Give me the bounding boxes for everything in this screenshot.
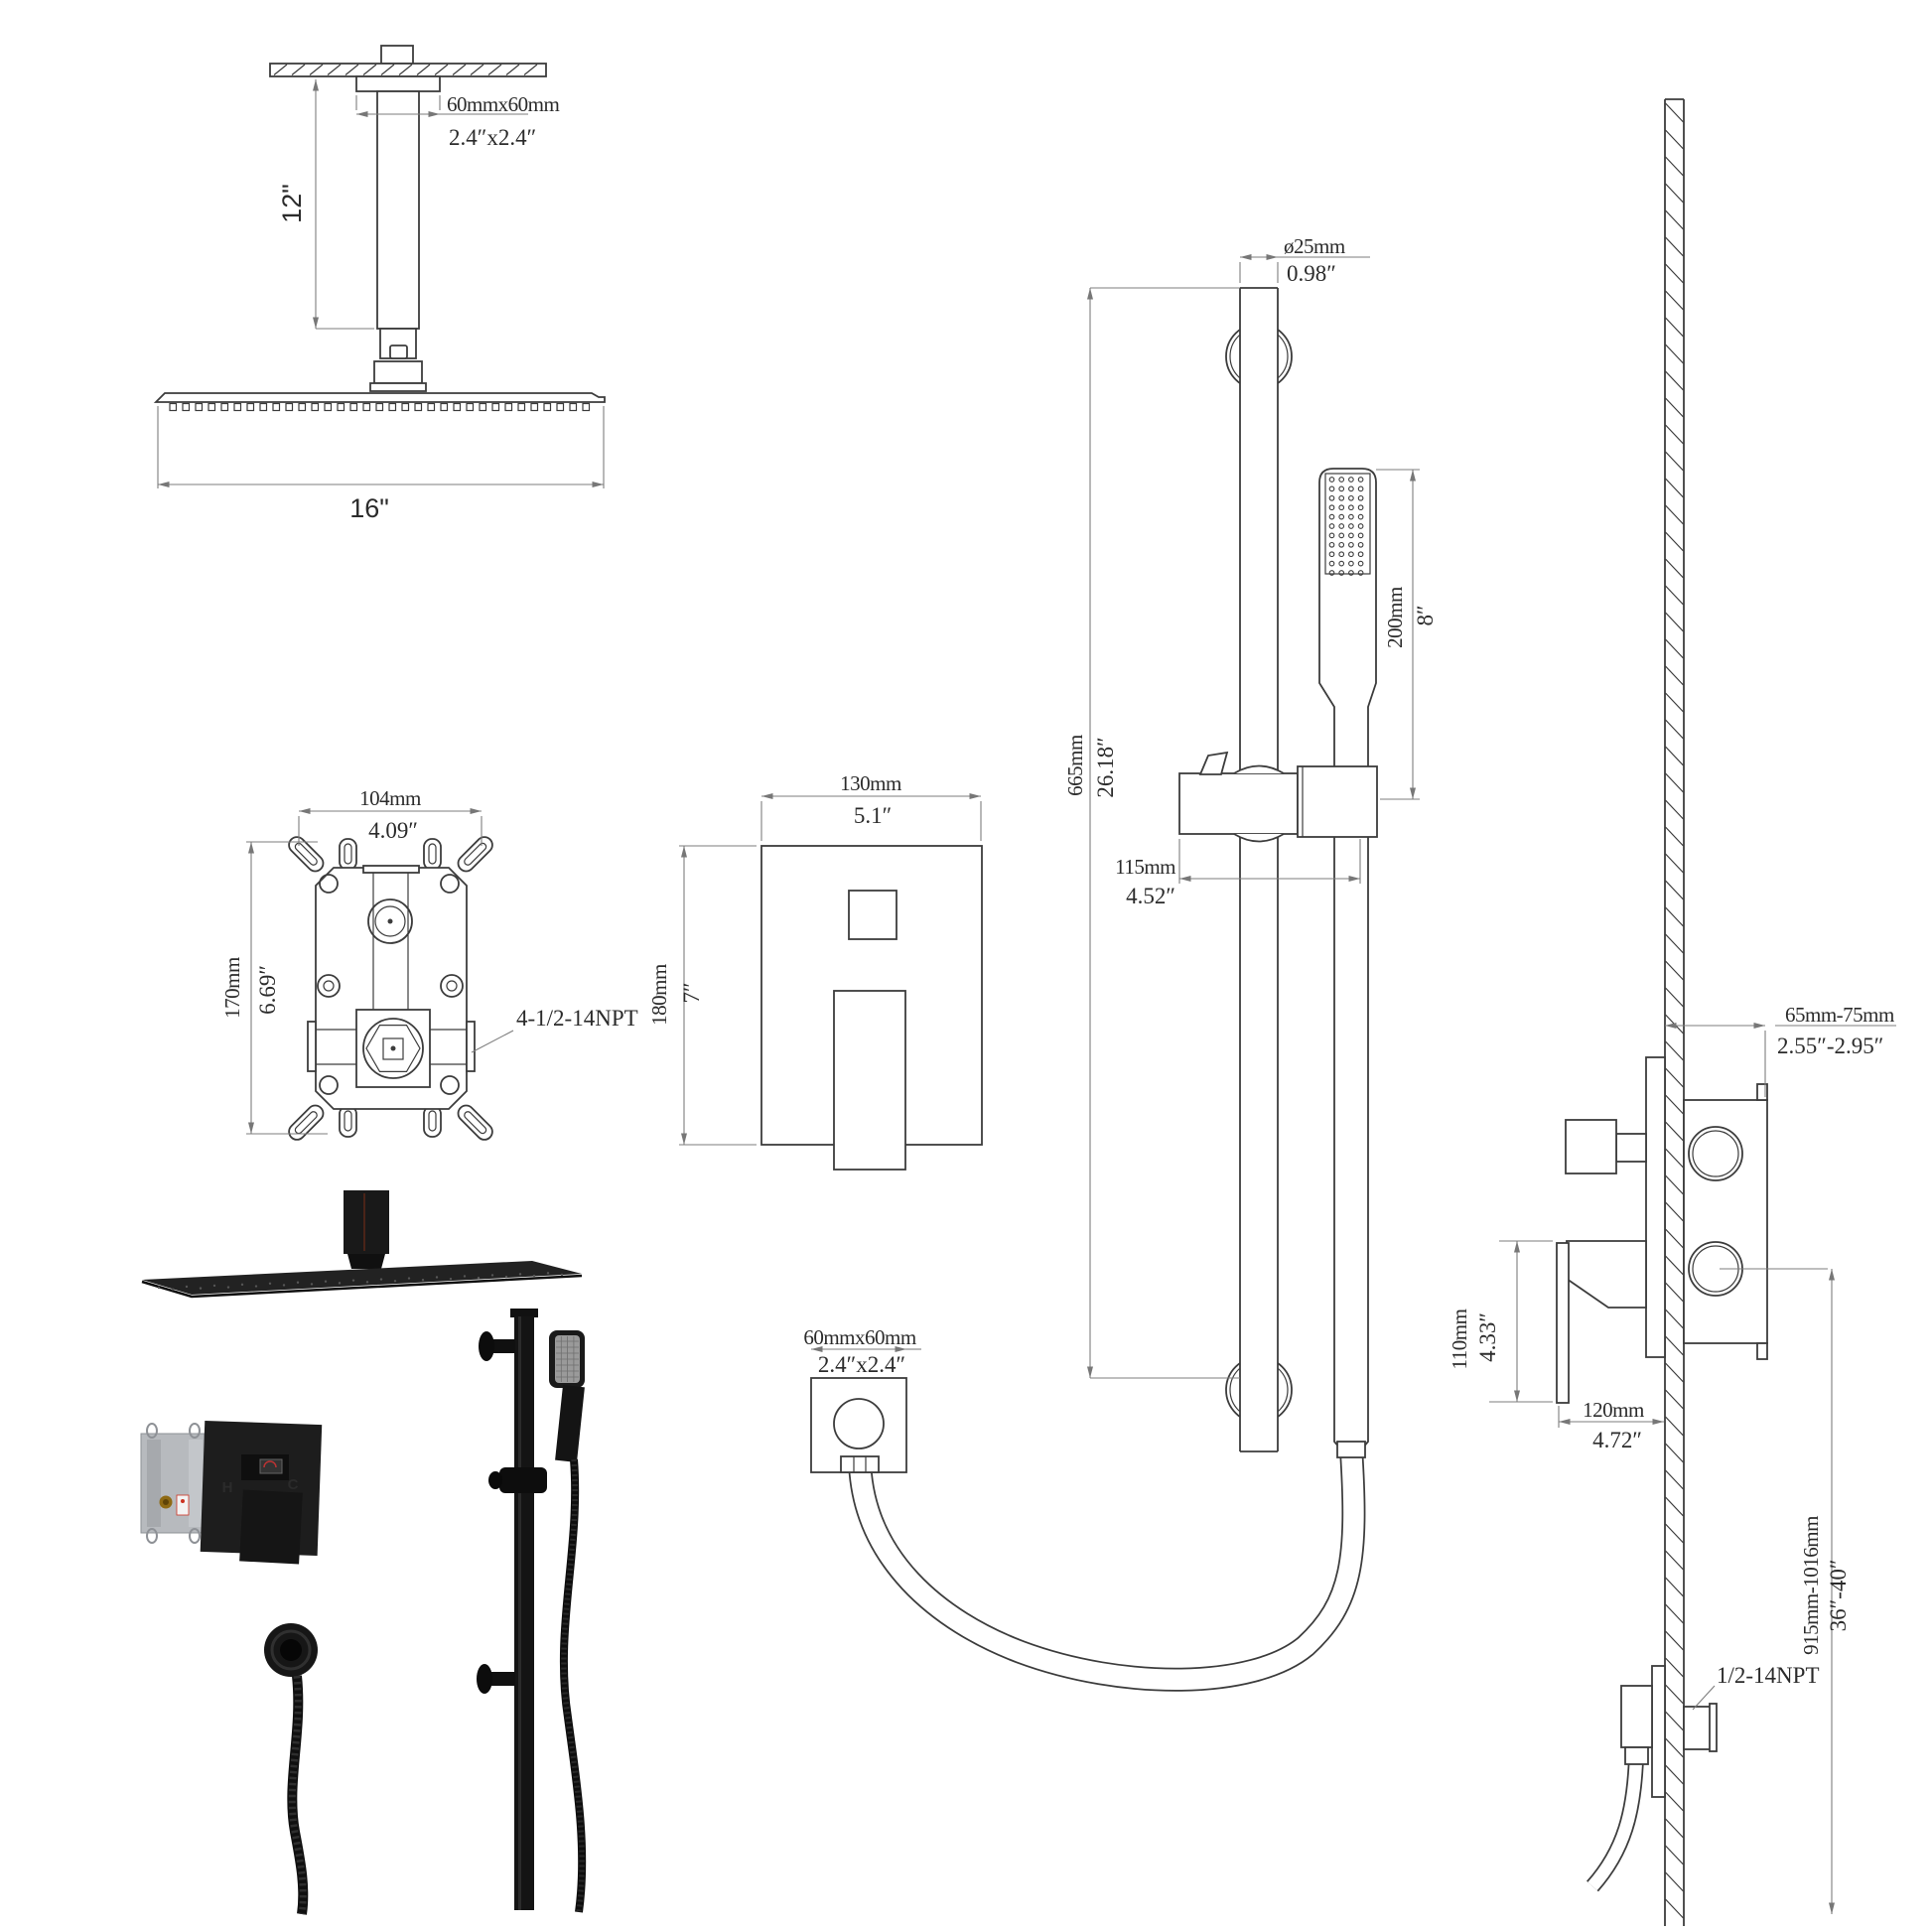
diverter-stem-side [1615,1133,1647,1163]
diverter-knob-side [1565,1119,1617,1174]
dim-valve-depth-mm: 65mm-75mm [1785,1003,1894,1027]
top-port [367,898,413,944]
supply-pipe-stub [1683,1706,1712,1750]
dim-roughin-width-mm: 104mm [359,786,421,810]
cold-marker: C [288,1476,299,1493]
outlet-plate-side [1651,1665,1666,1798]
thread-note-supply: 1/2-14NPT [1717,1663,1820,1688]
trim-handle [833,990,906,1171]
ceiling-flange [355,75,441,92]
render-bar-cap [510,1309,538,1317]
elbow-outlet [833,1398,885,1449]
dim-bar-length-mm: 665mm [1063,735,1087,796]
dim-roughin-height-in: 6.69″ [255,965,280,1015]
dim-handle-height-in: 4.33″ [1475,1312,1500,1362]
handle-lever-side [1556,1242,1570,1404]
dim-arm-size-in: 2.4″x2.4″ [449,125,536,150]
valve-roughin-view: 104mm 4.09″ 170mm 6.69″ 4-1/2-14NPT [220,786,638,1141]
dim-elbow-size-mm: 60mmx60mm [803,1325,916,1349]
dim-handle-depth-mm: 120mm [1583,1398,1644,1422]
render-slide-bar [514,1316,534,1910]
slider-lock-lever [1198,751,1229,775]
render-head-nozzles [157,1272,564,1291]
ceiling-line [269,63,547,77]
shower-hose [848,1449,1366,1692]
hand-shower-face [1324,473,1371,575]
outlet-body-side [1620,1685,1653,1748]
dim-arm-length: 12" [277,184,307,223]
render-hand-shower-handle [555,1385,585,1462]
valve-port-top [1688,1126,1743,1181]
showerhead-nozzles [169,402,591,412]
dim-install-height-mm: 915mm-1016mm [1799,1516,1823,1655]
dim-handle-height-mm: 110mm [1448,1309,1471,1369]
dim-bar-diameter-mm: ø25mm [1284,234,1345,258]
dim-bracket-offset-mm: 115mm [1115,855,1175,879]
dim-trim-height-in: 7″ [679,982,704,1003]
ceiling-hatch [273,64,538,75]
slide-bar-view: ø25mm 0.98″ 665mm 26.18″ 115mm 4.52″ 200… [1063,234,1438,1458]
render-handle-lever [239,1489,303,1565]
dim-bar-diameter-in: 0.98″ [1287,261,1336,286]
handle-base-side [1566,1240,1647,1309]
dim-trim-width-mm: 130mm [840,771,901,795]
dim-elbow-size-in: 2.4″x2.4″ [818,1352,905,1377]
dim-arm-size-mm: 60mmx60mm [447,92,560,116]
slider-bracket [1178,772,1299,835]
dim-bracket-offset-in: 4.52″ [1126,884,1175,908]
hand-shower [1318,468,1377,1449]
render-sticker [176,1494,190,1516]
diverter-button [848,890,897,940]
render-spray-grid [556,1336,579,1382]
wall-section-view: 65mm-75mm 2.55″-2.95″ 110mm 4.33″ 120mm … [1448,98,1896,1926]
render-rain-head [142,1261,582,1295]
wall-elbow-view: 60mmx60mm 2.4″x2.4″ [803,1325,1366,1692]
ceiling-shower-view: 16" 60mmx60mm 2.4″x2.4″ 12" [153,45,606,523]
slide-bar-tube [1240,288,1278,1451]
dim-handle-depth-in: 4.72″ [1592,1428,1642,1452]
hose-nut [1336,1441,1366,1458]
trim-plate-view: 130mm 5.1″ 180mm 7″ [647,771,983,1171]
render-ceiling-arm [344,1190,389,1254]
dim-trim-height-mm: 180mm [647,964,671,1026]
spray-nozzles [1328,477,1364,576]
dim-roughin-height-mm: 170mm [220,957,244,1019]
thread-note-roughin: 4-1/2-14NPT [516,1006,638,1031]
dim-handshower-length-in: 8″ [1413,605,1438,625]
dim-roughin-width-in: 4.09″ [368,818,418,843]
ceiling-pipe-stub [380,45,414,65]
elbow-nut [840,1455,880,1473]
dim-install-height-in: 36″-40″ [1826,1560,1851,1632]
render-slider-clamp [499,1467,547,1493]
shower-arm [376,90,420,330]
outlet-nut-side [1624,1746,1649,1765]
hand-shower-holder [1297,765,1378,838]
dim-bar-length-in: 26.18″ [1093,737,1118,797]
dim-trim-width-in: 5.1″ [854,803,892,828]
hot-marker: H [222,1479,233,1496]
inwall-valve-body [1683,1099,1768,1344]
dim-head-width: 16" [349,493,389,523]
product-render: H C [140,1190,587,1915]
showerhead-profile [153,392,606,403]
render-hose-right [559,1458,587,1913]
dim-handshower-length-mm: 200mm [1383,587,1407,648]
render-arm-nut [347,1254,385,1269]
trim-plate-side [1645,1056,1666,1358]
dim-valve-depth-in: 2.55″-2.95″ [1777,1034,1883,1058]
wall-hatch [1665,102,1684,1919]
